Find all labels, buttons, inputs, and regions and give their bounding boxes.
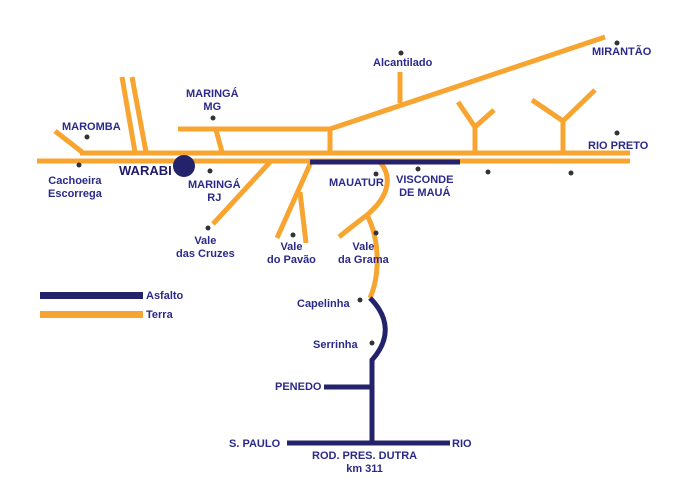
label-warabi: WARABI	[119, 163, 172, 178]
legend-dirt-swatch	[40, 311, 143, 318]
label-alcantilado: Alcantilado	[373, 57, 433, 69]
label-serrinha: Serrinha	[313, 339, 358, 351]
label-capelinha: Capelinha	[297, 298, 350, 310]
legend-asphalt-swatch	[40, 292, 143, 299]
label-maromba: MAROMBA	[62, 121, 121, 133]
dirt-roads	[37, 34, 630, 299]
legend-asphalt-label: Asfalto	[146, 290, 184, 302]
label-mauatur: MAUATUR	[329, 177, 384, 189]
place-dots	[76, 40, 620, 346]
legend-dirt-label: Terra	[146, 309, 173, 321]
label-mirantao: MIRANTÃO	[592, 46, 652, 58]
label-rio-preto: RIO PRETO	[588, 140, 649, 152]
warabi-marker	[173, 155, 195, 177]
label-sao-paulo: S. PAULO	[229, 438, 281, 450]
asphalt-roads	[287, 159, 460, 446]
label-penedo: PENEDO	[275, 381, 322, 393]
label-rio: RIO	[452, 438, 472, 450]
